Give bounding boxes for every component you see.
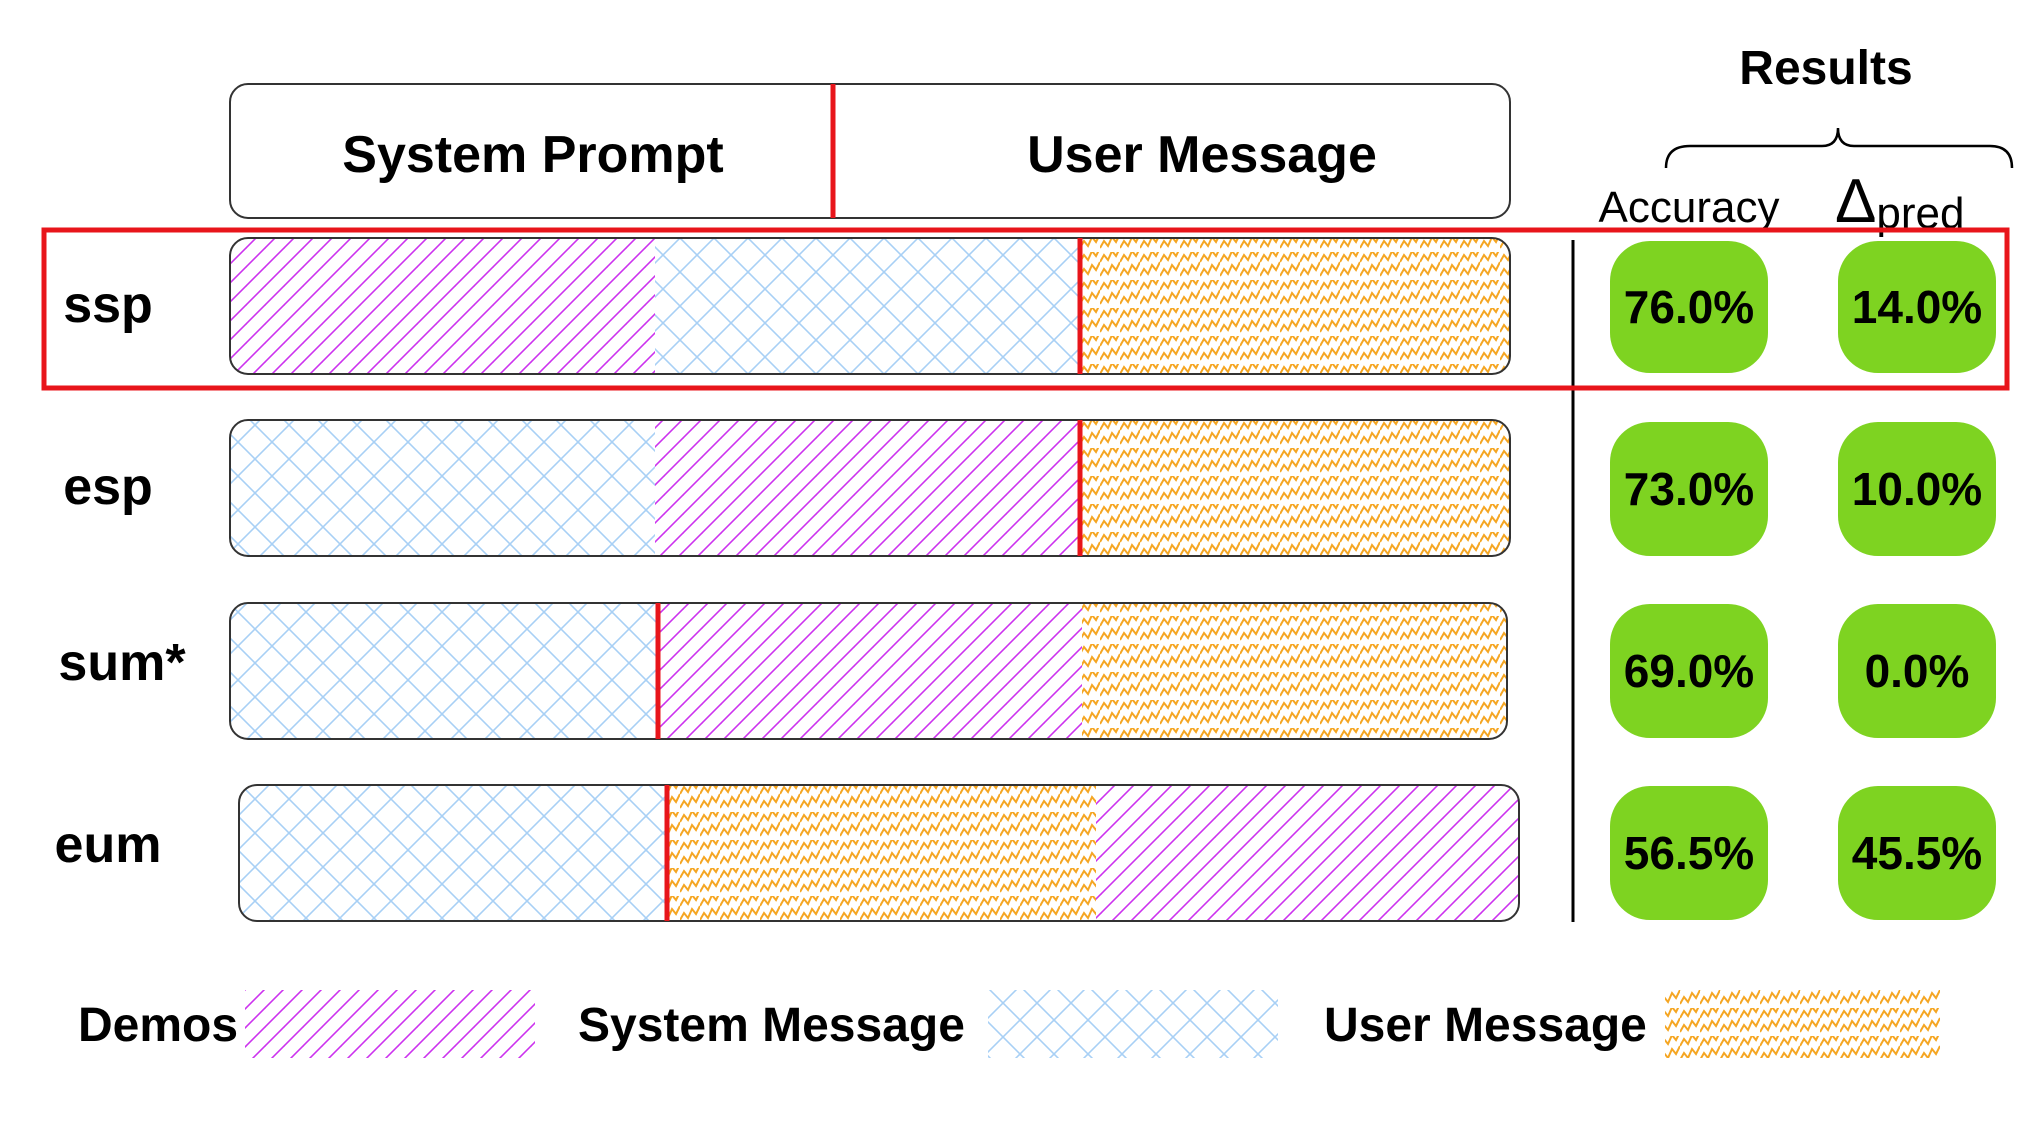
segment-user-message	[1080, 420, 1510, 556]
accuracy-badge	[1610, 422, 1768, 556]
segment-system-message	[230, 420, 655, 556]
legend-label-demos: Demos	[78, 999, 238, 1052]
segment-system-message	[239, 785, 667, 921]
delta-value: 14.0%	[1852, 281, 1982, 333]
segment-user-message	[1082, 603, 1507, 739]
accuracy-column-label: Accuracy	[1599, 183, 1780, 232]
row-label-ssp: ssp	[63, 276, 153, 334]
accuracy-value: 69.0%	[1624, 645, 1754, 697]
delta-badge	[1838, 786, 1996, 920]
segment-user-message	[667, 785, 1096, 921]
accuracy-badge	[1610, 241, 1768, 373]
accuracy-value: 76.0%	[1624, 281, 1754, 333]
accuracy-value: 56.5%	[1624, 827, 1754, 879]
result-badges: 76.0% 14.0% 73.0% 10.0% 69.0% 0.0% 56.5%…	[1610, 241, 1996, 920]
segment-demos	[655, 420, 1080, 556]
header-box: System Prompt User Message	[229, 83, 1511, 219]
delta-value: 0.0%	[1865, 645, 1970, 697]
bar-esp	[229, 419, 1511, 557]
results-brace	[1664, 127, 2014, 169]
legend-label-system-message: System Message	[578, 999, 965, 1052]
delta-value: 45.5%	[1852, 827, 1982, 879]
row-label-sum: sum*	[58, 634, 186, 692]
accuracy-badge	[1610, 786, 1768, 920]
segment-demos	[230, 238, 655, 374]
header-user-message-label: User Message	[1027, 126, 1377, 184]
delta-badge	[1838, 241, 1996, 373]
segment-demos	[1096, 785, 1519, 921]
row-label-eum: eum	[55, 816, 162, 874]
segment-user-message	[1080, 238, 1510, 374]
bar-eum	[238, 784, 1520, 922]
legend: Demos System Message User Message	[78, 990, 1940, 1058]
results-header: Results Accuracy Δpred	[1599, 42, 2014, 238]
highlight-box	[41, 227, 2010, 391]
legend-swatch-system-message	[988, 990, 1278, 1058]
segment-system-message	[230, 603, 658, 739]
legend-swatch-user-message	[1665, 990, 1940, 1058]
row-label-esp: esp	[63, 458, 153, 516]
segment-demos	[658, 603, 1082, 739]
delta-badge	[1838, 422, 1996, 556]
bar-ssp	[229, 237, 1511, 375]
delta-symbol: Δ	[1835, 167, 1876, 236]
delta-pred-column-label: Δpred	[1835, 167, 1965, 238]
accuracy-badge	[1610, 604, 1768, 738]
header-system-prompt-label: System Prompt	[342, 126, 723, 184]
bar-sum	[229, 602, 1508, 740]
legend-label-user-message: User Message	[1324, 999, 1647, 1052]
accuracy-value: 73.0%	[1624, 463, 1754, 515]
legend-swatch-demos	[245, 990, 535, 1058]
results-title: Results	[1739, 42, 1912, 95]
segment-system-message	[655, 238, 1080, 374]
delta-badge	[1838, 604, 1996, 738]
delta-value: 10.0%	[1852, 463, 1982, 515]
